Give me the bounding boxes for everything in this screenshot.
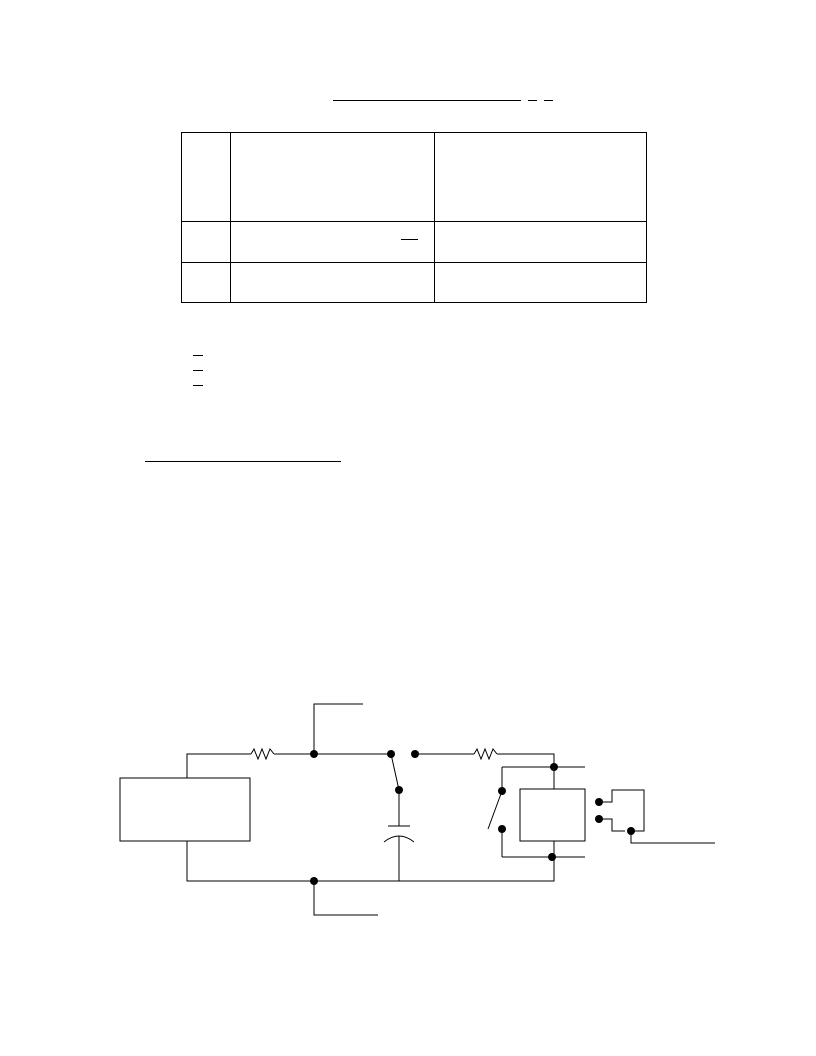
heading-rule [333,100,521,101]
junction-dot [548,853,556,861]
switch-1-pivot [395,786,403,794]
switch-2-blade [487,790,503,830]
note-mark [193,370,203,371]
table-row [181,221,647,263]
connector-terminal [595,815,603,823]
resistor-1 [250,747,275,761]
connector-lead-lower [599,818,625,832]
junction-dot [310,750,318,758]
connector-terminal [627,827,635,835]
table-cell [434,132,647,222]
table-row [181,262,647,303]
connector-output [630,831,715,844]
table-cell [434,221,647,263]
connector-terminal [595,798,603,806]
wire-top-far-right [497,753,555,789]
note-mark [193,385,203,386]
heading-overline-mark [528,100,537,101]
table-cell [434,262,647,303]
junction-dot [550,763,558,771]
switch-1-contact [387,750,395,758]
switch-2-contact [498,787,506,795]
note-mark [193,355,203,356]
source-block [119,777,251,842]
heading-overline-mark [544,100,553,101]
section-title-rule [145,461,341,462]
overline-mark [401,239,418,240]
table-cell [230,221,435,263]
junction-dot [310,877,318,885]
resistor-2 [473,747,498,761]
spec-table [181,132,647,303]
switch-1-contact [411,750,419,758]
table-cell [181,262,231,303]
table-cell [230,262,435,303]
switch-1-blade [390,753,400,791]
wire-top-lead [313,703,363,754]
table-cell [181,132,231,222]
wire-bottom [186,841,555,882]
relay-block [519,788,586,842]
switch-2-contact [498,825,506,833]
table-cell [230,132,435,222]
table-row [181,132,647,222]
wire-bottom-lead [313,881,378,916]
wire-top-left [186,753,251,778]
connector-lead-upper [599,789,645,832]
